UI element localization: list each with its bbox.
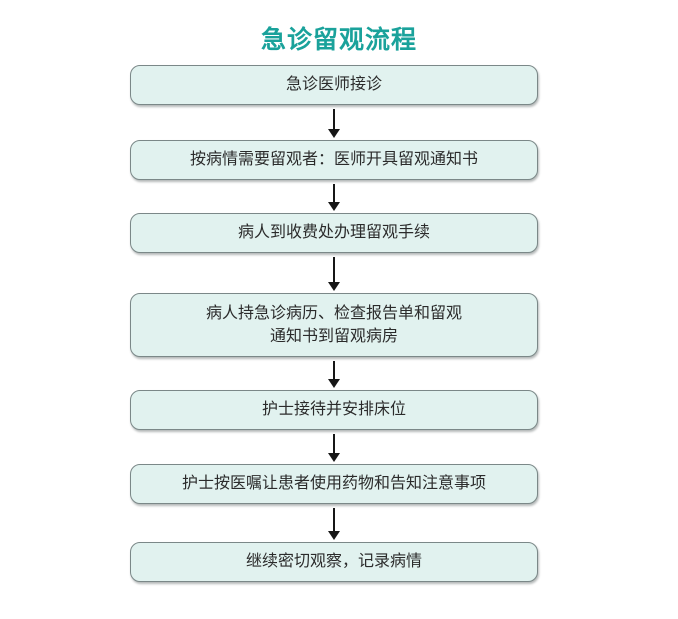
down-arrow	[130, 253, 538, 293]
flow-step-payment-procedure: 病人到收费处办理留观手续	[130, 213, 538, 253]
flowchart: 急诊医师接诊 按病情需要留观者：医师开具留观通知书 病人到收费处办理留观手续 病…	[130, 65, 538, 582]
arrow-head-icon	[328, 129, 340, 138]
arrow-shaft	[333, 184, 335, 202]
flow-step-label: 护士接待并安排床位	[261, 401, 406, 419]
flow-step-doctor-reception: 急诊医师接诊	[130, 65, 538, 105]
arrow-head-icon	[328, 282, 340, 291]
arrow-head-icon	[328, 202, 340, 211]
down-arrow	[130, 504, 538, 542]
arrow-shaft	[333, 434, 335, 453]
flow-step-label: 急诊医师接诊	[285, 76, 382, 94]
flow-step-label: 护士按医嘱让患者使用药物和告知注意事项	[181, 475, 486, 493]
arrow-shaft	[333, 361, 335, 379]
arrow-shaft	[333, 508, 335, 531]
flow-step-label: 按病情需要留观者：医师开具留观通知书	[189, 151, 478, 169]
down-arrow	[130, 430, 538, 464]
arrow-shaft	[333, 109, 335, 129]
page-title: 急诊留观流程	[260, 26, 417, 54]
flow-step-medication-instructions: 护士按医嘱让患者使用药物和告知注意事项	[130, 464, 538, 504]
flow-step-observation-notice: 按病情需要留观者：医师开具留观通知书	[130, 140, 538, 180]
flow-step-label: 继续密切观察，记录病情	[245, 553, 422, 571]
arrow-head-icon	[328, 531, 340, 540]
arrow-shaft	[333, 257, 335, 282]
arrow-head-icon	[328, 379, 340, 388]
flow-step-label: 病人到收费处办理留观手续	[237, 224, 430, 242]
down-arrow	[130, 180, 538, 213]
flow-step-continue-observation: 继续密切观察，记录病情	[130, 542, 538, 582]
down-arrow	[130, 357, 538, 390]
flow-step-label: 病人持急诊病历、检查报告单和留观 通知书到留观病房	[205, 304, 462, 345]
down-arrow	[130, 105, 538, 140]
flow-step-nurse-arrange-bed: 护士接待并安排床位	[130, 390, 538, 430]
arrow-head-icon	[328, 453, 340, 462]
flow-step-bring-documents: 病人持急诊病历、检查报告单和留观 通知书到留观病房	[130, 293, 538, 357]
